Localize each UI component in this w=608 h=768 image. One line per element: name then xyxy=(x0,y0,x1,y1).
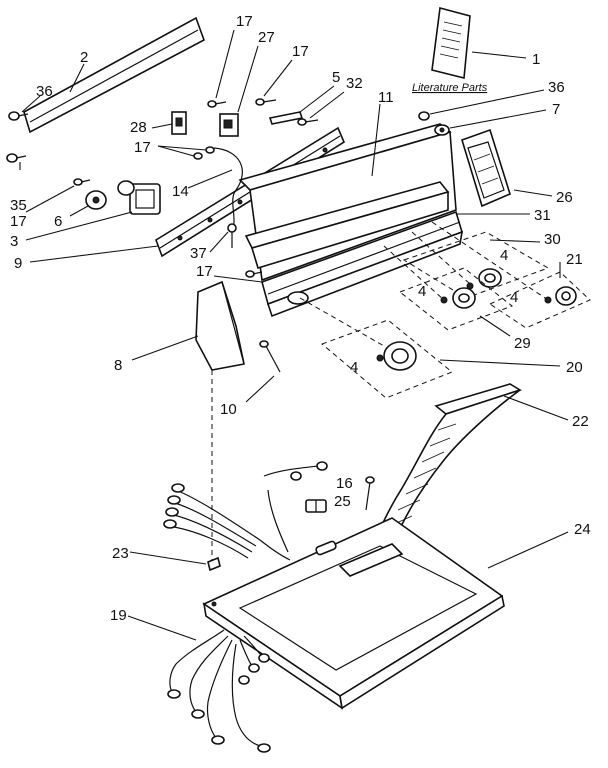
callout-9: 9 xyxy=(14,255,22,272)
top-cover-24 xyxy=(202,517,569,710)
clip-7 xyxy=(434,109,547,136)
callout-32: 32 xyxy=(346,75,363,92)
screws-top-row xyxy=(207,29,345,126)
screw-17-lower xyxy=(245,270,263,278)
callout-6: 6 xyxy=(54,213,62,230)
callout-3: 3 xyxy=(10,233,18,250)
connector-16 xyxy=(305,499,327,513)
wire-harness-19 xyxy=(127,615,271,753)
clip-25 xyxy=(365,476,375,511)
end-bracket-26 xyxy=(461,128,553,208)
screw-17-left xyxy=(25,178,91,213)
callout-30: 30 xyxy=(544,231,561,248)
callout-27: 27 xyxy=(258,29,275,46)
timer-switch-27 xyxy=(219,45,259,137)
callout-4-d: 4 xyxy=(350,359,358,376)
knob-group-21 xyxy=(488,262,591,329)
switch-28 xyxy=(151,111,187,135)
callout-21: 21 xyxy=(566,251,583,268)
callout-4-b: 4 xyxy=(418,283,426,300)
wire-harness-upper xyxy=(163,461,328,561)
callout-17-lower: 17 xyxy=(196,263,213,280)
callout-10: 10 xyxy=(220,401,237,418)
timer-motor-3 xyxy=(25,180,161,241)
callout-17-top-b: 17 xyxy=(292,43,309,60)
callout-4-a: 4 xyxy=(500,247,508,264)
callout-37: 37 xyxy=(190,245,207,262)
screw-35 xyxy=(6,153,27,163)
console-housing xyxy=(238,103,530,282)
callout-29: 29 xyxy=(514,335,531,352)
callout-17-top-a: 17 xyxy=(236,13,253,30)
dashed-guides xyxy=(211,221,549,560)
callout-17-left: 17 xyxy=(10,213,27,230)
callout-35: 35 xyxy=(10,197,27,214)
callout-26: 26 xyxy=(556,189,573,206)
literature-parts-caption: Literature Parts xyxy=(412,82,488,94)
callout-20: 20 xyxy=(566,359,583,376)
knob-group-29 xyxy=(398,267,514,337)
fastener-23 xyxy=(129,551,221,607)
callout-4-c: 4 xyxy=(510,289,518,306)
screw-36-left xyxy=(8,111,29,121)
callout-25: 25 xyxy=(334,493,351,510)
callout-labels: 1 2 36 17 27 17 5 32 11 36 7 28 17 14 35… xyxy=(10,13,591,624)
rear-panel xyxy=(19,16,205,170)
callout-19: 19 xyxy=(110,607,127,624)
callout-1: 1 xyxy=(532,51,540,68)
end-cap-8 xyxy=(131,280,245,371)
dial-6 xyxy=(69,190,107,217)
callout-5: 5 xyxy=(332,69,340,86)
screws-17-middle xyxy=(157,145,215,160)
callout-2: 2 xyxy=(80,49,88,66)
callout-7: 7 xyxy=(552,101,560,118)
callout-14: 14 xyxy=(172,183,189,200)
screw-36-right xyxy=(418,89,545,121)
callout-31: 31 xyxy=(534,207,551,224)
callout-11: 11 xyxy=(378,89,394,106)
callout-22: 22 xyxy=(572,413,589,430)
callout-16: 16 xyxy=(336,475,353,492)
console-front-panel xyxy=(213,210,464,347)
callout-24: 24 xyxy=(574,521,591,538)
callout-23: 23 xyxy=(112,545,129,562)
callout-36-left: 36 xyxy=(36,83,53,100)
screw-10 xyxy=(245,340,281,403)
literature-booklet xyxy=(431,6,527,80)
callout-28: 28 xyxy=(130,119,147,136)
callout-8: 8 xyxy=(114,357,122,374)
knob-group-30 xyxy=(402,231,550,299)
screw-37 xyxy=(209,223,237,253)
callout-17-mid: 17 xyxy=(134,139,151,156)
callout-36-right: 36 xyxy=(548,79,565,96)
wire-harness-22 xyxy=(375,383,569,550)
knob-group-20 xyxy=(321,319,561,399)
